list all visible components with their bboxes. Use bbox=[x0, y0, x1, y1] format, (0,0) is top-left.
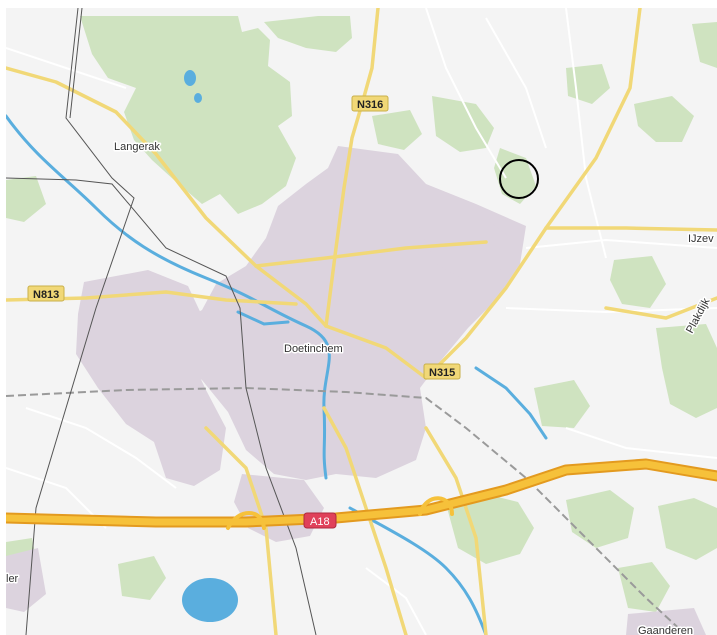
road-shield-n813: N813 bbox=[27, 285, 65, 302]
road-shield-a18: A18 bbox=[303, 512, 337, 529]
minor-roads bbox=[6, 8, 717, 635]
svg-text:N315: N315 bbox=[429, 367, 455, 379]
location-marker[interactable] bbox=[499, 159, 539, 199]
map-canvas[interactable]: Langerak Doetinchem IJzev Plakdijk Gaand… bbox=[6, 8, 717, 635]
place-label-gaanderen: Gaanderen bbox=[638, 625, 693, 635]
place-label-langerak: Langerak bbox=[114, 141, 160, 153]
forest-areas bbox=[6, 16, 717, 612]
secondary-roads bbox=[6, 8, 717, 635]
svg-text:A18: A18 bbox=[310, 516, 330, 528]
road-shield-n315: N315 bbox=[423, 363, 461, 380]
power-lines bbox=[6, 8, 317, 635]
place-label-ijzevoorde: IJzev bbox=[688, 233, 714, 245]
railways bbox=[6, 386, 687, 635]
svg-text:N813: N813 bbox=[33, 289, 59, 301]
urban-areas bbox=[6, 146, 706, 635]
lake bbox=[182, 578, 238, 622]
a18-motorway bbox=[6, 458, 717, 530]
svg-text:N316: N316 bbox=[357, 99, 383, 111]
place-label-left-partial: ler bbox=[6, 573, 19, 585]
pond-2 bbox=[194, 93, 202, 103]
pond bbox=[184, 70, 196, 86]
road-shield-n316: N316 bbox=[351, 95, 389, 112]
place-label-doetinchem: Doetinchem bbox=[284, 343, 343, 355]
